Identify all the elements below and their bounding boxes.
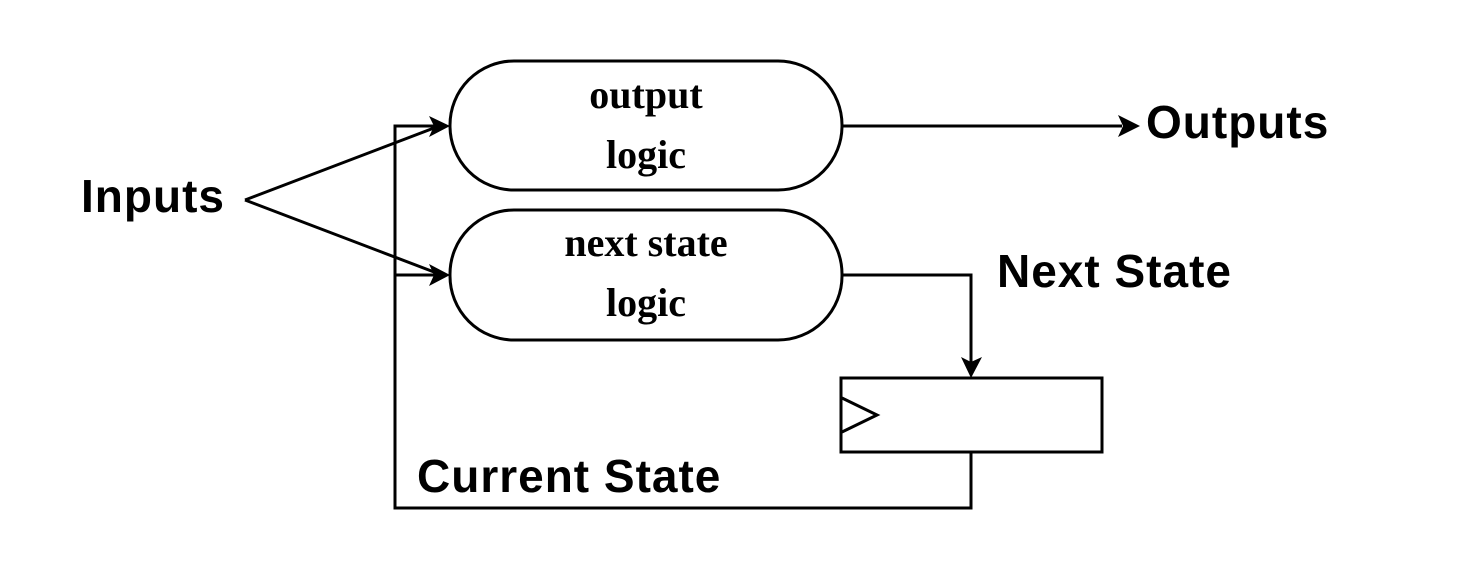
current-state-feedback-wire — [393, 124, 973, 510]
next-state-logic-label-line1: next state — [564, 220, 727, 265]
outputs-label: Outputs — [1146, 96, 1329, 148]
input-wire-to-output-logic — [244, 126, 435, 202]
arrow-outputs-icon — [1118, 115, 1140, 137]
output-logic-label-line1: output — [589, 72, 703, 117]
current-state-label: Current State — [417, 450, 721, 502]
state-register — [839, 376, 1104, 454]
output-logic-label-line2: logic — [606, 132, 686, 177]
inputs-label: Inputs — [81, 170, 225, 222]
next-state-wire — [842, 273, 973, 362]
arrow-into-register-icon — [961, 357, 982, 378]
next-state-label: Next State — [997, 245, 1232, 297]
next-state-logic-block: next state logic — [448, 208, 844, 342]
arrow-into-next-state-logic-icon — [429, 264, 450, 286]
output-logic-block: output logic — [448, 59, 844, 192]
next-state-logic-label-line2: logic — [606, 280, 686, 325]
input-wire-to-next-state-logic — [244, 198, 435, 274]
arrow-into-output-logic-icon — [429, 116, 450, 137]
clock-triangle-icon — [841, 396, 881, 434]
